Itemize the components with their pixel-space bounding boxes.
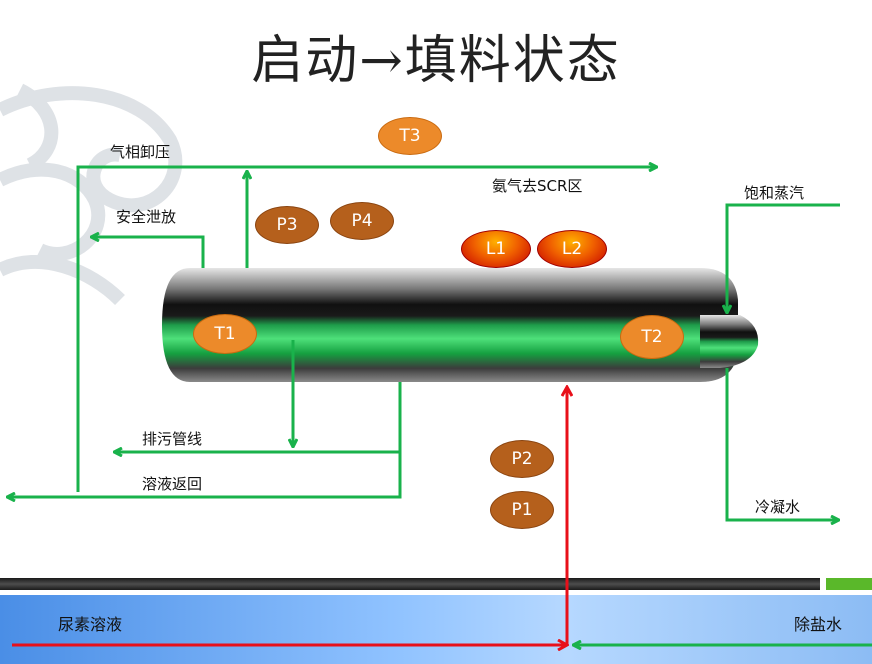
decorative-swirl — [0, 83, 183, 306]
footer-green-strip — [826, 578, 872, 590]
ammonia-scr-label: 氨气去SCR区 — [492, 177, 583, 195]
footer-band — [0, 595, 872, 664]
instrument-t1[interactable]: T1 — [193, 314, 257, 354]
drain-line-label: 排污管线 — [142, 430, 203, 448]
urea-solution-label: 尿素溶液 — [58, 615, 123, 634]
steam-inlet-line — [727, 203, 840, 312]
instrument-p4[interactable]: P4 — [330, 202, 394, 240]
condensate-line — [725, 368, 838, 520]
safety-vent-line — [92, 237, 205, 268]
instrument-l1[interactable]: L1 — [461, 230, 531, 268]
instrument-p2[interactable]: P2 — [490, 440, 554, 478]
instrument-l2[interactable]: L2 — [537, 230, 607, 268]
solution-return-label: 溶液返回 — [142, 475, 203, 493]
gas-unload-line — [76, 167, 656, 492]
instrument-p1[interactable]: P1 — [490, 491, 554, 529]
saturated-steam-label: 饱和蒸汽 — [744, 184, 805, 202]
demin-water-label: 除盐水 — [794, 615, 843, 634]
instrument-p3[interactable]: P3 — [255, 206, 319, 244]
gas-unload-label: 气相卸压 — [110, 143, 171, 161]
footer-dark-strip — [0, 578, 820, 590]
safety-vent-label: 安全泄放 — [116, 208, 177, 226]
instrument-t2[interactable]: T2 — [620, 315, 684, 359]
page-title: 启动→填料状态 — [251, 31, 621, 91]
tank — [162, 268, 759, 382]
condensate-label: 冷凝水 — [755, 498, 801, 516]
solution-return-line — [8, 452, 402, 497]
instrument-t3[interactable]: T3 — [378, 117, 442, 155]
